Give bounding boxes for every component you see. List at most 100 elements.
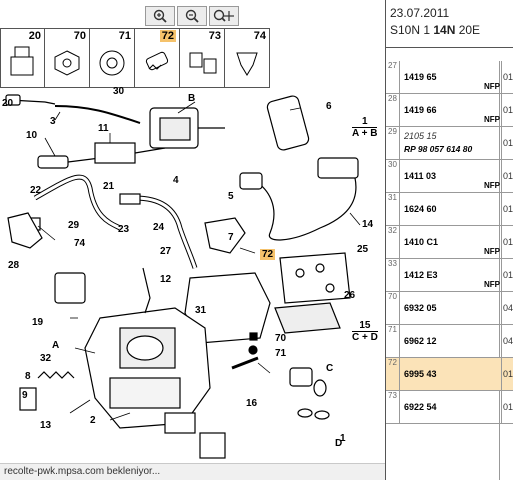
callout-D[interactable]: D [335,438,343,449]
callout-C[interactable]: C [326,363,334,374]
thumbnail-part-72[interactable]: 72 [135,28,180,88]
callout-8[interactable]: 8 [25,371,31,382]
part-number[interactable]: 1411 03 [404,171,437,181]
zoom-pan-button[interactable] [209,6,239,26]
thumbnail-part-71[interactable]: 71 [90,28,135,88]
callout-A[interactable]: A [52,340,60,351]
quantity: 01 [501,61,513,93]
callout-6[interactable]: 6 [326,101,332,112]
callout-B[interactable]: B [188,93,196,104]
callout-11[interactable]: 11 [98,123,109,134]
callout-21[interactable]: 21 [103,181,115,192]
fraction-label-2: 15 C + D [352,320,378,343]
callout-16[interactable]: 16 [246,398,258,409]
zoom-out-button[interactable] [177,6,207,26]
part-thumbnail-icon [236,52,258,76]
callout-27[interactable]: 27 [160,246,172,257]
row-index: 72 [386,358,400,390]
callout-30[interactable]: 30 [113,86,125,97]
part-number[interactable]: 1419 65 [404,72,437,82]
callout-32[interactable]: 32 [40,353,52,364]
quantity: 01 [501,127,513,159]
callout-5[interactable]: 5 [228,191,234,202]
browser-status-bar: recolte-pwk.mpsa.com bekleniyor... [0,463,385,480]
thumbnail-part-74[interactable]: 74 [225,28,270,88]
part-number[interactable]: 6932 05 [404,303,437,313]
callout-28[interactable]: 28 [8,260,20,271]
parts-row[interactable]: 72 6995 43 01 [386,358,513,391]
callout-4[interactable]: 4 [173,175,179,186]
zoom-in-button[interactable] [145,6,175,26]
quantity: 01 [501,358,513,390]
callout-3[interactable]: 3 [50,116,56,127]
zoom-toolbar [145,6,241,26]
thumbnail-number: 71 [118,30,131,42]
thumbnail-part-70[interactable]: 70 [45,28,90,88]
nfp-badge: NFP [484,247,500,256]
thumbnail-number: 20 [28,30,41,42]
row-index: 31 [386,193,400,225]
part-number[interactable]: 2105 15 [404,131,437,141]
row-index: 27 [386,61,400,93]
callout-9[interactable]: 9 [22,390,28,401]
fraction-label-1: 1 A + B [352,116,378,139]
callout-31[interactable]: 31 [195,305,207,316]
parts-row[interactable]: 71 6962 12 04 [386,325,513,358]
quantity: 04 [501,325,513,357]
zoom-out-icon [185,9,199,23]
callout-24[interactable]: 24 [153,222,165,233]
callout-1[interactable]: 1 [340,433,346,444]
part-number[interactable]: 1410 C1 [404,237,439,247]
quantity: 01 [501,94,513,126]
callout-20[interactable]: 20 [2,98,14,109]
callout-7[interactable]: 7 [228,232,234,243]
callout-12[interactable]: 12 [160,274,172,285]
callout-22[interactable]: 22 [30,185,42,196]
callout-26[interactable]: 26 [344,290,356,301]
callout-29[interactable]: 29 [68,220,80,231]
thumbnail-number: 74 [253,30,266,42]
thumbnail-part-20[interactable]: 20 [0,28,45,88]
callout-71[interactable]: 71 [275,348,287,359]
reference-number: RP 98 057 614 80 [404,144,473,154]
callout-19[interactable]: 19 [32,317,44,328]
callout-14[interactable]: 14 [362,219,374,230]
quantity: 04 [501,292,513,324]
callout-23[interactable]: 23 [118,224,130,235]
part-number[interactable]: 1412 E3 [404,270,438,280]
callout-13[interactable]: 13 [40,420,52,431]
part-number[interactable]: 6995 43 [404,369,437,379]
nfp-badge: NFP [484,115,500,124]
parts-row[interactable]: 29 2105 15 RP 98 057 614 80 01 [386,127,513,160]
thumbnail-number: 72 [159,30,176,42]
row-index: 71 [386,325,400,357]
callout-10[interactable]: 10 [26,130,38,141]
quantity: 01 [501,160,513,192]
callout-70[interactable]: 70 [275,333,287,344]
part-thumbnail-icon [189,52,217,74]
column-divider [499,61,500,480]
callout-25[interactable]: 25 [357,244,369,255]
thumbnail-number: 70 [73,30,86,42]
thumbnail-part-73[interactable]: 73 [180,28,225,88]
callout-72[interactable]: 72 [260,249,276,260]
part-thumbnail-icon [10,46,34,76]
part-number[interactable]: 6922 54 [404,402,437,412]
callout-74[interactable]: 74 [74,238,86,249]
callout-2[interactable]: 2 [90,415,96,426]
part-number[interactable]: 1419 66 [404,105,437,115]
part-number[interactable]: 6962 12 [404,336,437,346]
row-index: 29 [386,127,400,159]
row-index: 32 [386,226,400,258]
part-number[interactable]: 1624 60 [404,204,437,214]
